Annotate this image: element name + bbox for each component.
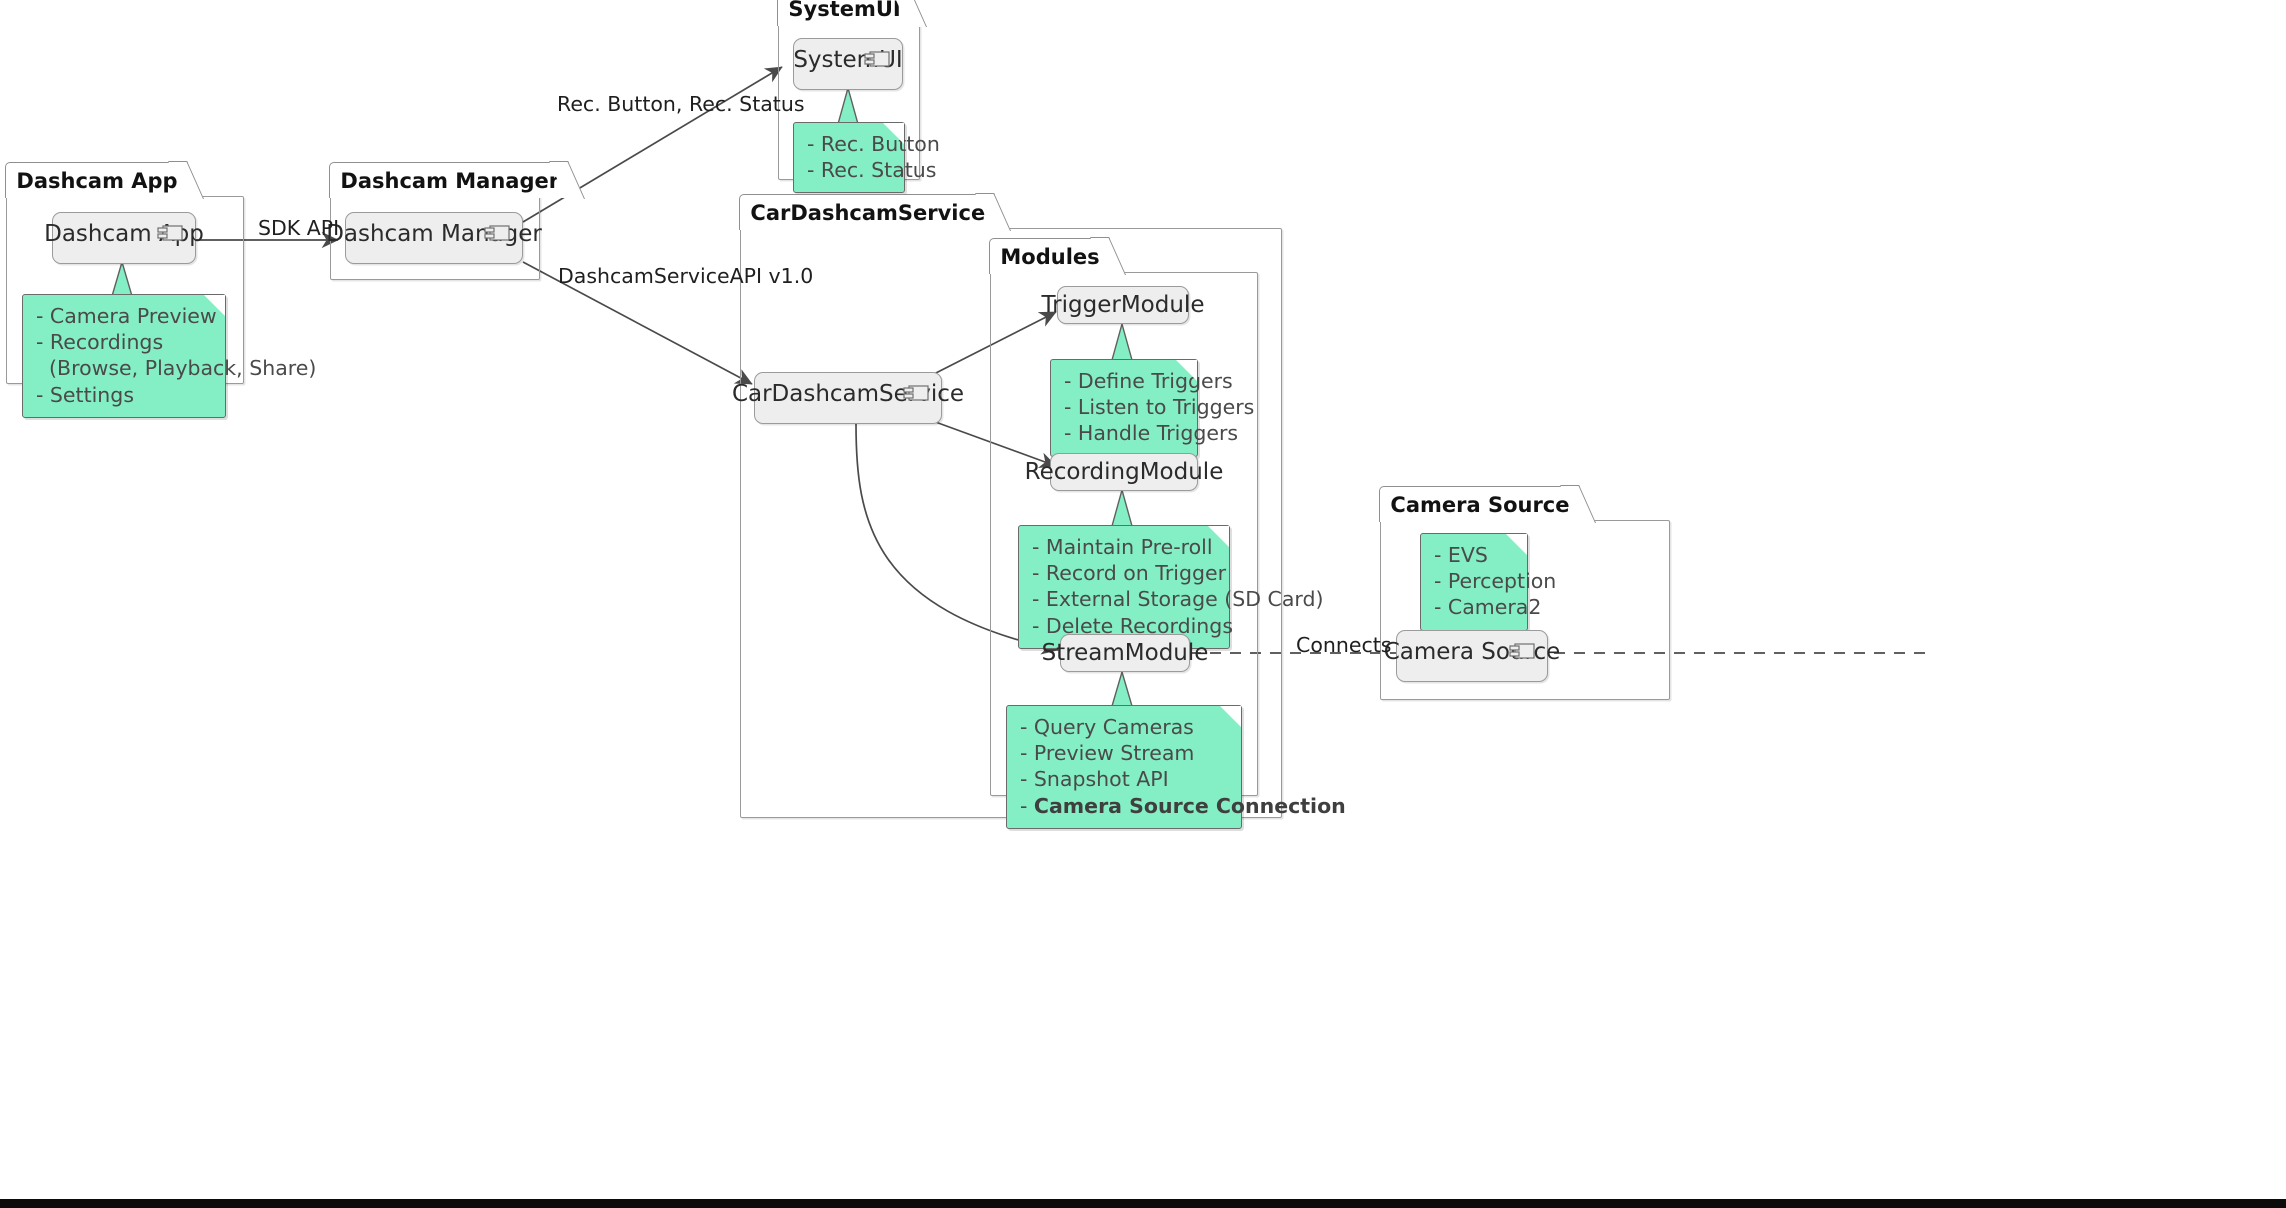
component-icon [864,51,890,67]
edge-label-dashcam-service-api-text: DashcamServiceAPI v1.0 [558,264,814,288]
package-camera-source: Camera Source [1379,486,1670,700]
package-dashcam-manager-label: Dashcam Manager [340,168,560,193]
note-line: - Rec. Button [807,132,940,156]
package-dashcam-app-label: Dashcam App [16,168,178,193]
component-icon [157,225,183,241]
package-dashcam-app: Dashcam App [5,162,244,384]
package-modules-tab: Modules [989,238,1110,274]
package-dashcam-manager-tab: Dashcam Manager [329,162,570,198]
component-trigger-module-label: TriggerModule [1041,292,1205,318]
component-car-dashcam-service[interactable]: CarDashcamService [732,372,964,424]
note-system-ui: - Rec. Button - Rec. Status [793,122,940,194]
note-recording-module: - Maintain Pre-roll - Record on Trigger … [1018,525,1324,649]
package-car-dashcam-service-tab: CarDashcamService [739,194,996,230]
bottom-bar [0,1199,2286,1208]
component-camera-source[interactable]: Camera Source [1384,630,1560,682]
note-line: - Listen to Triggers [1064,395,1255,420]
note-fold-icon [1506,534,1527,555]
edge-label-rec-button-status-text: Rec. Button, Rec. Status [557,92,805,116]
note-line: - Recordings [36,330,164,355]
note-line: - Preview Stream [1020,741,1195,766]
component-recording-module[interactable]: RecordingModule [1025,453,1223,491]
component-stream-module[interactable]: StreamModule [1042,634,1208,672]
edge-label-connects-text: Connects [1296,633,1392,657]
note-line: - EVS [1434,543,1488,567]
edge-label-sdk-api: SDK API [258,216,339,240]
note-line: - Delete Recordings [1032,613,1233,638]
edge-label-rec-button-status: Rec. Button, Rec. Status [557,92,805,116]
package-dashcam-manager: Dashcam Manager [329,162,570,280]
package-system-ui: SystemUI [777,0,920,180]
component-dashcam-app[interactable]: Dashcam App [44,212,204,264]
edge-manager-to-service [522,261,753,385]
note-trigger-module: - Define Triggers - Listen to Triggers -… [1050,359,1255,457]
note-fold-icon [1220,706,1241,727]
note-line: - Handle Triggers [1064,421,1239,446]
note-dashcam-app: - Camera Preview - Recordings (Browse, P… [22,294,317,418]
note-bold-text: Camera Source Connection [1033,793,1346,818]
edge-label-connects: Connects [1296,633,1391,657]
note-line: - Snapshot API [1020,767,1169,792]
package-car-dashcam-service-label: CarDashcamService [750,200,986,225]
note-line: - Rec. Status [807,158,937,183]
note-stream-module: - Query Cameras - Preview Stream - Snaps… [1006,705,1346,829]
component-system-ui[interactable]: SystemUI [793,38,903,90]
component-icon [1509,643,1535,659]
note-line: - Camera Preview [36,304,217,328]
note-line: - Perception [1434,569,1557,594]
edge-label-dashcam-service-api: DashcamServiceAPI v1.0 [558,264,813,288]
package-system-ui-label: SystemUI [788,0,901,21]
note-line: - External Storage (SD Card) [1032,587,1324,612]
package-dashcam-app-tab: Dashcam App [5,162,188,198]
edge-service-to-recordingmodule [929,419,1057,469]
note-fold-icon [1208,526,1229,547]
note-line: - Maintain Pre-roll [1032,535,1213,559]
component-car-dashcam-service-label: CarDashcamService [731,381,965,407]
note-fold-icon [883,123,904,144]
component-stream-module-label: StreamModule [1041,640,1209,666]
edge-label-sdk-api-text: SDK API [258,216,340,240]
component-recording-module-label: RecordingModule [1024,459,1224,485]
note-line: - Query Cameras [1020,715,1194,739]
note-line: - Define Triggers [1064,369,1233,393]
package-camera-source-label: Camera Source [1390,492,1570,517]
note-line: - Record on Trigger [1032,561,1227,586]
note-fold-icon [204,295,225,316]
package-modules-label: Modules [1000,244,1100,269]
package-system-ui-tab: SystemUI [777,0,911,26]
edge-service-to-streammodule [855,423,1059,655]
note-line-bold: - Camera Source Connection [1020,793,1346,819]
component-trigger-module[interactable]: TriggerModule [1042,286,1204,324]
edge-service-to-triggermodule [929,311,1057,377]
note-camera-source: - EVS - Perception - Camera2 [1420,533,1557,631]
component-dashcam-manager[interactable]: Dashcam Manager [326,212,542,264]
note-fold-icon [1176,360,1197,381]
component-icon [903,385,929,401]
note-line: - Camera2 [1434,595,1542,620]
package-camera-source-tab: Camera Source [1379,486,1580,522]
note-line: - Settings [36,382,134,407]
note-line: (Browse, Playback, Share) [36,356,317,381]
component-icon [484,225,510,241]
note-bold-prefix: - [1020,793,1034,818]
